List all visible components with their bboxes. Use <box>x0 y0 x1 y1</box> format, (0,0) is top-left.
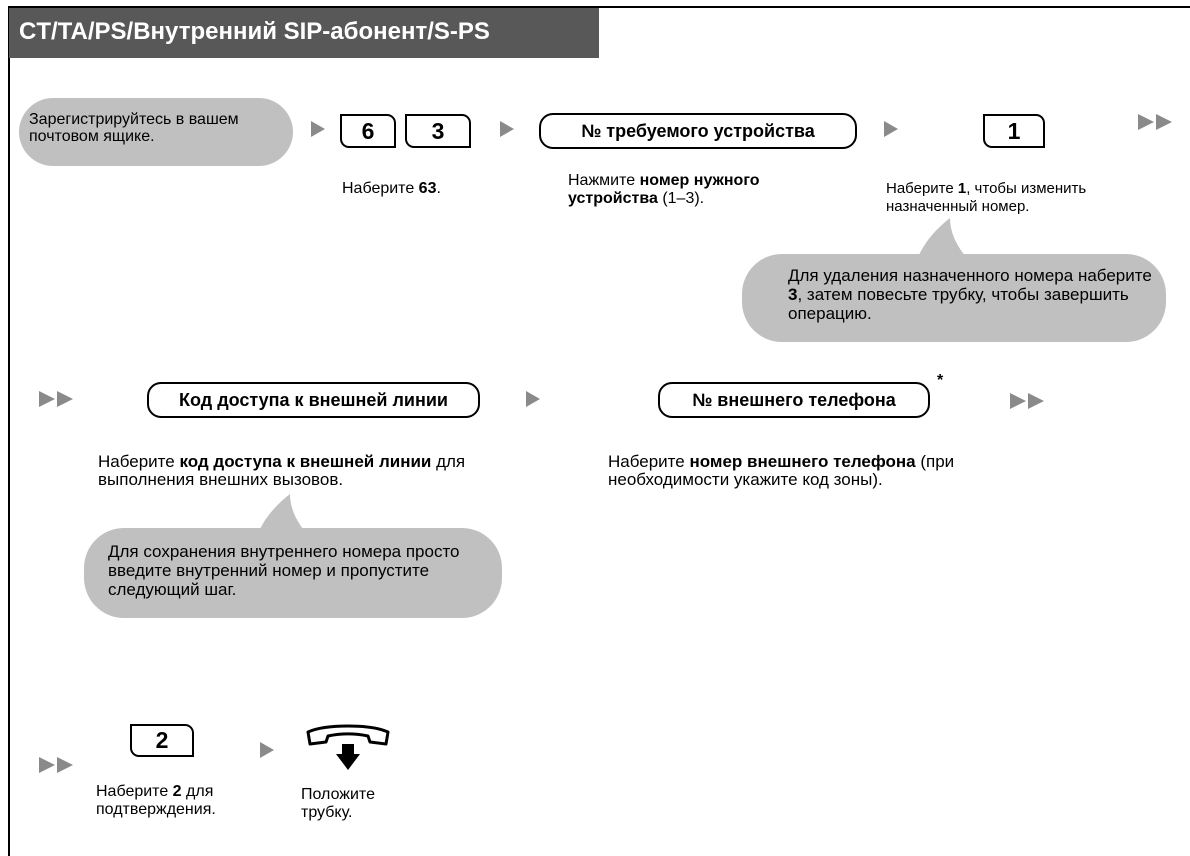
login-bubble: Зарегистрируйтесь в вашем почтовом ящике… <box>19 98 293 166</box>
line-access-code-pill-label: Код доступа к внешней линии <box>179 390 448 410</box>
device-number-pill-label: № требуемого устройства <box>581 121 815 141</box>
login-bubble-text: Зарегистрируйтесь в вашем почтовом ящике… <box>29 111 239 145</box>
line-access-caption-bold: код доступа к внешней линии <box>179 452 432 471</box>
device-number-pill: № требуемого устройства <box>539 113 857 149</box>
caption-1: Наберите 1, чтобы изменить назначенный н… <box>886 180 1166 216</box>
key-3-label: 3 <box>431 118 445 144</box>
caption-2-text: Наберите <box>96 783 173 800</box>
device-caption-text: Нажмите <box>568 172 640 189</box>
caption-63-text: Наберите <box>342 180 419 197</box>
keep-number-text: Для сохранения внутреннего номера просто… <box>108 542 460 599</box>
device-caption-end: (1–3). <box>657 190 705 207</box>
asterisk-mark: * <box>937 372 944 389</box>
device-caption: Нажмите номер нужного устройства (1–3). <box>568 172 848 208</box>
caption-2: Наберите 2 для подтверждения. <box>96 783 266 819</box>
line-access-caption-end: для выполнения внешних вызовов. <box>98 452 466 489</box>
caption-2-bold: 2 <box>172 783 182 800</box>
external-number-pill-label: № внешнего телефона <box>692 390 896 410</box>
caption-1-bold: 1 <box>957 180 967 197</box>
triangle-right-icon <box>500 121 514 137</box>
hangup-caption-text: Положите трубку. <box>301 786 375 821</box>
keep-number-bubble: Для сохранения внутреннего номера просто… <box>84 528 502 618</box>
diagram-frame <box>8 6 1190 856</box>
line-access-code-pill: Код доступа к внешней линии <box>147 382 480 418</box>
delete-note-bubble: Для удаления назначенного номера наберит… <box>742 254 1166 342</box>
triangle-right-icon <box>260 742 274 758</box>
device-caption-bold: номер нужного устройства <box>568 172 760 207</box>
double-arrow-icon <box>1138 114 1172 130</box>
key-2-label: 2 <box>155 727 169 753</box>
external-caption-end: (при необходимости укажите код зоны). <box>608 452 955 489</box>
key-6: 6 <box>340 114 396 148</box>
key-6-label: 6 <box>361 118 375 144</box>
external-caption-text: Наберите <box>608 452 690 471</box>
external-caption-bold: номер внешнего телефона <box>689 452 916 471</box>
delete-note-bold: 3 <box>788 285 798 304</box>
delete-note-end: , затем повесьте трубку, чтобы завершить… <box>788 285 1129 323</box>
caption-63-bold: 63 <box>418 180 437 197</box>
key-3: 3 <box>405 114 471 148</box>
double-arrow-icon <box>1010 393 1044 409</box>
delete-note-text: Для удаления назначенного номера наберит… <box>788 266 1158 323</box>
double-arrow-icon <box>39 757 73 773</box>
key-2: 2 <box>130 724 194 757</box>
line-access-caption: Наберите код доступа к внешней линии для… <box>98 453 558 489</box>
caption-63-end: . <box>436 180 441 197</box>
caption-1-end: , чтобы изменить назначенный номер. <box>886 180 1087 215</box>
external-number-pill: № внешнего телефона <box>658 382 930 418</box>
triangle-right-icon <box>526 391 540 407</box>
caption-2-end: для подтверждения. <box>96 783 216 818</box>
caption-1-text: Наберите <box>886 180 958 197</box>
double-arrow-icon <box>39 391 73 407</box>
hangup-caption: Положите трубку. <box>301 786 411 822</box>
line-access-caption-text: Наберите <box>98 452 180 471</box>
triangle-right-icon <box>311 121 325 137</box>
key-1: 1 <box>983 114 1045 148</box>
external-caption: Наберите номер внешнего телефона (при не… <box>608 453 1028 489</box>
key-1-label: 1 <box>1007 118 1021 144</box>
caption-63: Наберите 63. <box>342 180 441 198</box>
delete-note-start: Для удаления назначенного номера наберит… <box>788 266 1152 285</box>
page-title: CT/TA/PS/Внутренний SIP-абонент/S-PS <box>9 8 599 58</box>
triangle-right-icon <box>884 121 898 137</box>
hang-up-handset-icon <box>306 724 390 770</box>
